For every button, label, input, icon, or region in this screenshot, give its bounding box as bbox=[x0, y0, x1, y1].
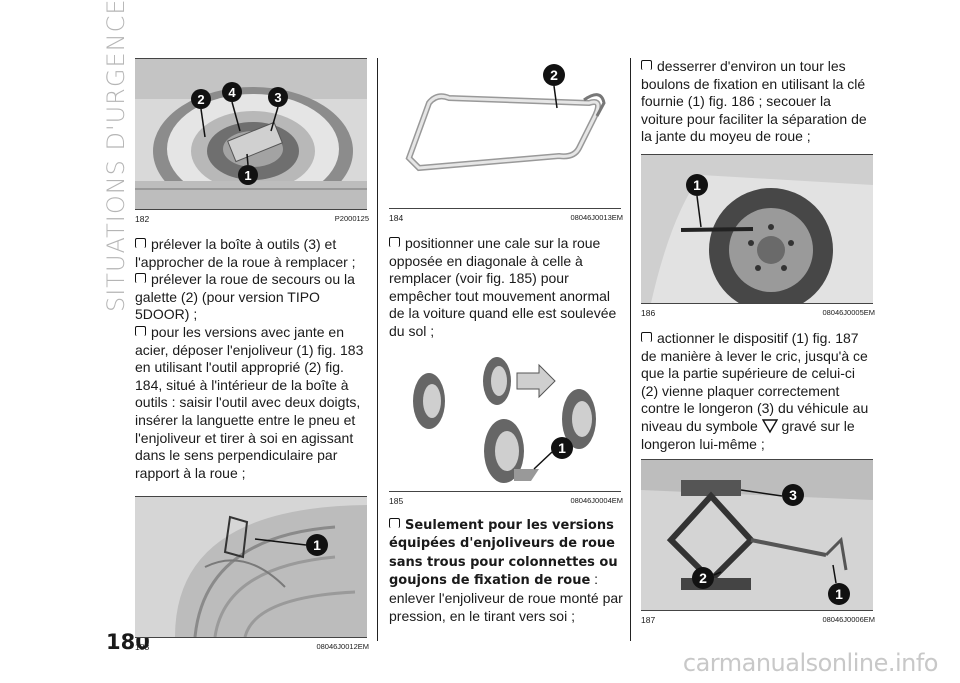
instructions-text: actionner le dispositif (1) fig. 187 de … bbox=[641, 329, 869, 452]
loosen-bolts-illustration: 1 bbox=[641, 154, 873, 303]
callout-2: 2 bbox=[197, 92, 204, 107]
figure-185: 1 bbox=[389, 350, 621, 492]
section-title: SITUATIONS D'URGENCE bbox=[102, 0, 130, 312]
column-1: 2 4 3 1 182 P2000125 prélever la boîte à … bbox=[135, 58, 369, 652]
bullet-icon bbox=[641, 331, 652, 342]
hubcap-illustration: 1 bbox=[135, 497, 367, 638]
figure-number: 182 bbox=[135, 214, 150, 224]
figure-code: P2000125 bbox=[334, 214, 369, 223]
callout-1: 1 bbox=[558, 440, 566, 456]
figure-number: 187 bbox=[641, 615, 656, 626]
wheel-chock-illustration: 1 bbox=[389, 350, 621, 491]
callout-1: 1 bbox=[244, 168, 251, 183]
figure-number: 185 bbox=[389, 495, 404, 506]
figure-186: 1 bbox=[641, 153, 873, 304]
callout-1: 1 bbox=[835, 586, 843, 602]
figure-182: 2 4 3 1 bbox=[135, 58, 367, 210]
instructions-text: prélever la boîte à outils (3) et l'appr… bbox=[135, 236, 364, 481]
instructions-text: positionner une cale sur la roue opposée… bbox=[389, 235, 617, 339]
figure-183: 1 bbox=[135, 496, 367, 639]
figure-code: 08046J0006EM bbox=[822, 615, 875, 625]
figure-code: 08046J0004EM bbox=[570, 495, 623, 505]
callout-4: 4 bbox=[228, 85, 236, 100]
figure-number: 183 bbox=[135, 642, 150, 653]
column-3: desserrer d'environ un tour les boulons … bbox=[641, 58, 875, 625]
figure-number: 184 bbox=[389, 213, 404, 223]
column-divider bbox=[377, 58, 378, 641]
figure-code: 08046J0013EM bbox=[570, 213, 623, 222]
figure-187: 3 2 1 bbox=[641, 459, 873, 612]
figure-code: 08046J0012EM bbox=[316, 642, 369, 652]
callout-1: 1 bbox=[313, 537, 321, 553]
bullet-icon bbox=[135, 325, 146, 336]
bullet-icon bbox=[389, 237, 400, 247]
callout-3: 3 bbox=[789, 487, 797, 503]
bullet-icon bbox=[641, 60, 652, 70]
figure-code: 08046J0005EM bbox=[822, 307, 875, 317]
bullet-icon bbox=[389, 517, 400, 528]
jack-point-symbol-icon bbox=[761, 419, 778, 434]
footer-watermark: carmanualsonline.info bbox=[682, 649, 939, 677]
figure-184: 2 bbox=[389, 58, 621, 209]
column-divider bbox=[630, 58, 631, 641]
bullet-icon bbox=[135, 238, 146, 248]
callout-2: 2 bbox=[699, 570, 707, 586]
callout-1: 1 bbox=[693, 177, 701, 193]
instructions-text: desserrer d'environ un tour les boulons … bbox=[641, 58, 867, 145]
jack-illustration: 3 2 1 bbox=[641, 460, 873, 611]
hubcap-note: Seulement pour les versions équipées d'e… bbox=[389, 517, 623, 624]
figure-number: 186 bbox=[641, 307, 656, 318]
bullet-icon bbox=[135, 273, 146, 284]
column-2: 2 184 08046J0013EM positionner une cale s… bbox=[389, 58, 623, 625]
spare-wheel-illustration bbox=[135, 59, 367, 209]
removal-tool-illustration: 2 bbox=[389, 58, 621, 208]
callout-2: 2 bbox=[550, 67, 558, 83]
callout-3: 3 bbox=[274, 90, 281, 105]
